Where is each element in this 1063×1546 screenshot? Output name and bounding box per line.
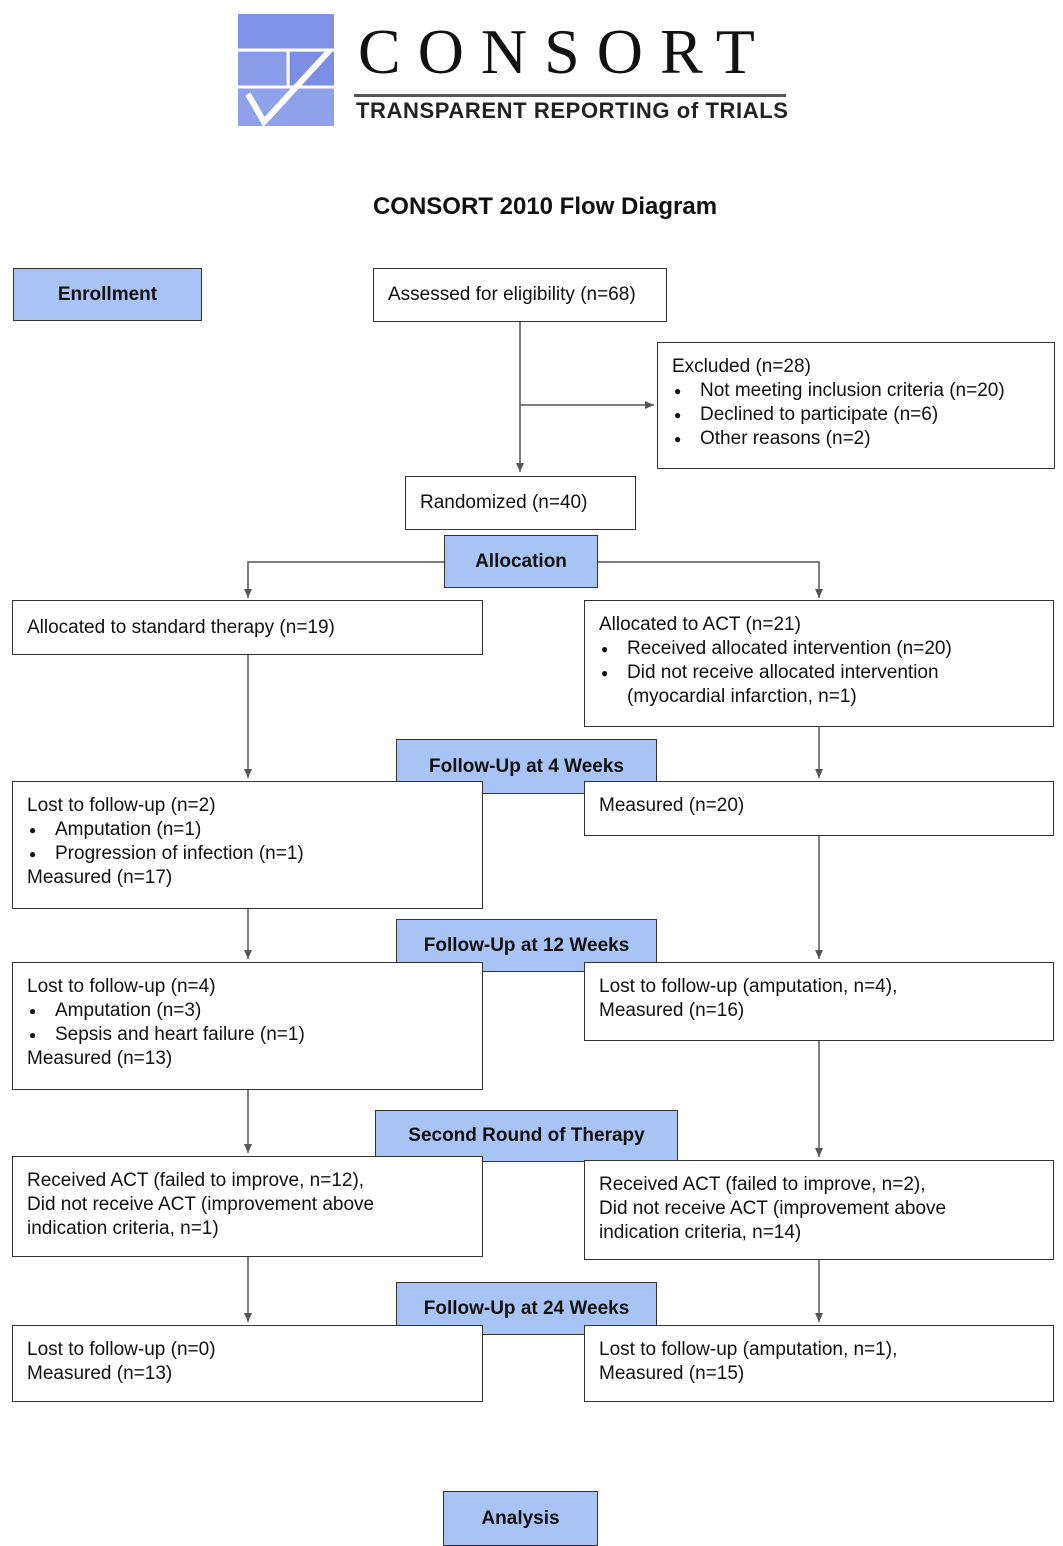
box-left-week24: Lost to follow-up (n=0) Measured (n=13): [12, 1325, 483, 1402]
box-right-allocated: Allocated to ACT (n=21) Received allocat…: [584, 600, 1054, 727]
box-right-week4: Measured (n=20): [584, 781, 1054, 836]
right-allocated-continuation: (myocardial infarction, n=1): [627, 686, 857, 707]
excluded-item: Declined to participate (n=6): [672, 403, 1040, 427]
logo-tagline: TRANSPARENT REPORTING of TRIALS: [356, 98, 789, 123]
box-randomized: Randomized (n=40): [405, 476, 636, 530]
excluded-item: Other reasons (n=2): [672, 427, 1040, 451]
consort-logo: CONSORT TRANSPARENT REPORTING of TRIALS: [238, 14, 798, 129]
page-title: CONSORT 2010 Flow Diagram: [372, 193, 718, 220]
box-right-week12: Lost to follow-up (amputation, n=4), Mea…: [584, 962, 1054, 1041]
logo-rule: [354, 94, 786, 97]
right-allocated-item: Received allocated intervention (n=20): [599, 637, 1039, 661]
arrow-allocation-left: [244, 561, 445, 598]
stage-analysis: Analysis: [443, 1491, 598, 1546]
box-left-week12: Lost to follow-up (n=4) Amputation (n=3)…: [12, 962, 483, 1090]
box-right-second-round: Received ACT (failed to improve, n=2), D…: [584, 1160, 1054, 1260]
excluded-title: Excluded (n=28): [672, 356, 811, 377]
box-assessed: Assessed for eligibility (n=68): [373, 268, 667, 322]
stage-followup-24-weeks: Follow-Up at 24 Weeks: [396, 1282, 657, 1335]
excluded-item: Not meeting inclusion criteria (n=20): [672, 379, 1040, 403]
box-left-allocated: Allocated to standard therapy (n=19): [12, 600, 483, 655]
right-allocated-item: Did not receive allocated intervention: [599, 661, 1039, 685]
right-allocated-title: Allocated to ACT (n=21): [599, 614, 801, 635]
left-week4-item: Progression of infection (n=1): [27, 842, 468, 866]
box-left-week4: Lost to follow-up (n=2) Amputation (n=1)…: [12, 781, 483, 909]
left-week4-item: Amputation (n=1): [27, 818, 468, 842]
box-left-second-round: Received ACT (failed to improve, n=12), …: [12, 1156, 483, 1257]
box-excluded: Excluded (n=28) Not meeting inclusion cr…: [657, 342, 1055, 469]
logo-wordmark: CONSORT: [358, 16, 772, 87]
box-right-week24: Lost to follow-up (amputation, n=1), Mea…: [584, 1325, 1054, 1402]
left-week12-item: Sepsis and heart failure (n=1): [27, 1023, 468, 1047]
stage-allocation: Allocation: [444, 535, 598, 588]
stage-second-round: Second Round of Therapy: [375, 1110, 678, 1162]
consort-logo-mark-icon: [238, 14, 334, 126]
stage-enrollment: Enrollment: [13, 268, 202, 321]
left-week12-item: Amputation (n=3): [27, 999, 468, 1023]
arrow-allocation-right: [597, 561, 823, 598]
